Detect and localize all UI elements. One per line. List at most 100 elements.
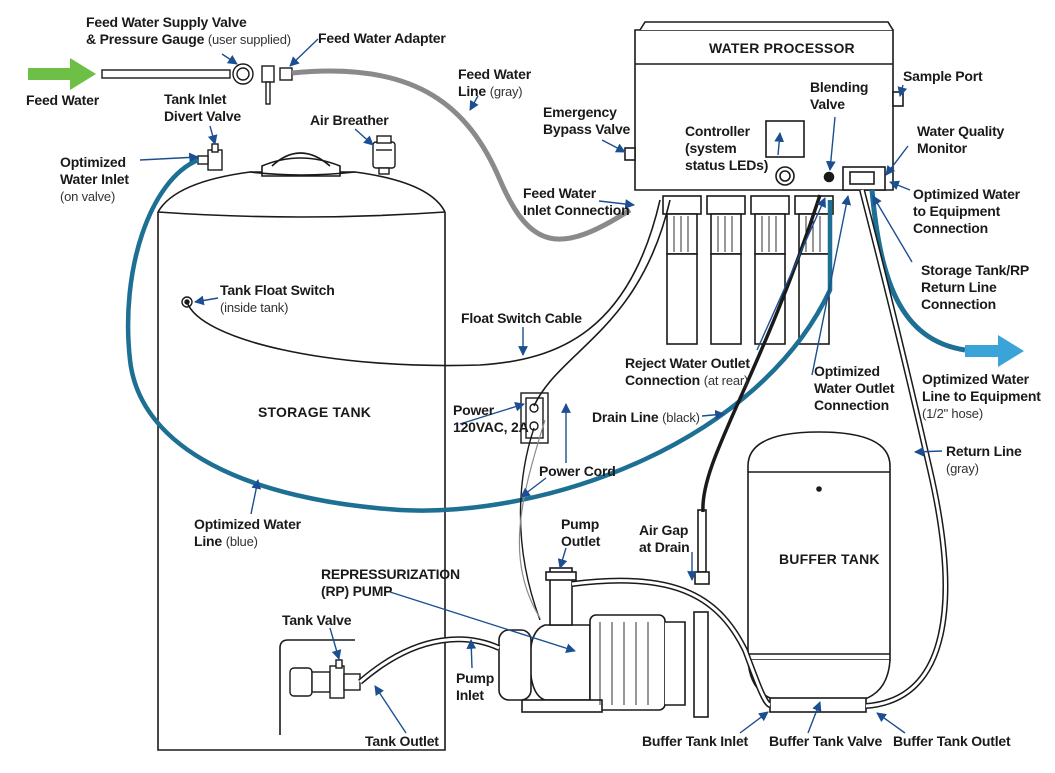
label-opt-line-blue-line1: Optimized Water xyxy=(194,516,301,532)
label-feed-inlet-conn-line1: Feed Water xyxy=(523,185,596,201)
label-pump-inlet: Pump Inlet xyxy=(456,670,494,704)
label-tank-valve: Tank Valve xyxy=(282,612,352,628)
label-wqm-line1: Water Quality xyxy=(917,123,1005,139)
label-opt-equip-conn-line3: Connection xyxy=(913,220,988,236)
label-optimized-water-line: Optimized Water Line (blue) xyxy=(194,516,301,550)
label-opt-equip-conn-line2: to Equipment xyxy=(913,203,1001,219)
label-feed-water-line-note: (gray) xyxy=(489,84,523,99)
label-emergency-bypass-line1: Emergency xyxy=(543,104,617,120)
label-float-switch-cable: Float Switch Cable xyxy=(461,310,582,326)
optimized-water-line xyxy=(125,157,833,513)
power-outlet xyxy=(520,392,549,444)
label-feed-water-line: Feed Water Line (gray) xyxy=(458,66,531,100)
label-rp-pump-line2: (RP) PUMP xyxy=(321,583,393,599)
storage-tank-title: STORAGE TANK xyxy=(258,404,372,420)
divert-valve xyxy=(197,143,223,171)
label-pump-inlet-line1: Pump xyxy=(456,670,495,686)
label-power-line2: 120VAC, 2A xyxy=(453,419,529,435)
label-reject-outlet-note: (at rear) xyxy=(703,373,749,388)
label-optimized-water-outlet-connection: Optimized Water Outlet Connection xyxy=(814,363,895,414)
label-float-switch-line1: Tank Float Switch xyxy=(220,282,335,298)
label-blending-valve: Blending Valve xyxy=(810,79,868,113)
feed-water-line xyxy=(291,68,632,242)
tank-valve xyxy=(289,659,361,699)
label-optimized-line-to-equipment: Optimized Water Line to Equipment (1/2" … xyxy=(922,371,1041,422)
label-buffer-tank-valve: Buffer Tank Valve xyxy=(769,733,883,749)
optimized-to-equipment-line xyxy=(869,189,966,353)
label-buffer-tank-outlet: Buffer Tank Outlet xyxy=(893,733,1011,749)
label-tank-float-switch: Tank Float Switch (inside tank) xyxy=(220,282,335,316)
label-emergency-bypass-valve: Emergency Bypass Valve xyxy=(543,104,630,138)
label-feed-inlet-conn-line2: Inlet Connection xyxy=(523,202,630,218)
label-air-gap: Air Gap at Drain xyxy=(639,522,690,556)
label-storage-return-connection: Storage Tank/RP Return Line Connection xyxy=(921,262,1029,313)
feed-water-arrow-icon xyxy=(28,58,96,90)
label-feed-water-line-line2: Line xyxy=(458,83,486,99)
label-tank-inlet-divert-line1: Tank Inlet xyxy=(164,91,227,107)
label-opt-line-equip-note: (1/2" hose) xyxy=(922,406,983,421)
label-storage-return-line3: Connection xyxy=(921,296,996,312)
power-cord xyxy=(533,199,671,407)
buffer-tank-title: BUFFER TANK xyxy=(779,551,880,567)
label-sample-port: Sample Port xyxy=(903,68,983,84)
label-water-quality-monitor: Water Quality Monitor xyxy=(917,123,1004,157)
label-storage-return-line1: Storage Tank/RP xyxy=(921,262,1029,278)
label-reject-water-outlet: Reject Water Outlet Connection (at rear) xyxy=(625,355,750,389)
label-opt-line-blue-note: (blue) xyxy=(225,534,258,549)
label-opt-line-blue-line2: Line xyxy=(194,533,222,549)
label-tank-inlet-divert-valve: Tank Inlet Divert Valve xyxy=(164,91,241,125)
label-power-line1: Power xyxy=(453,402,495,418)
label-pump-inlet-line2: Inlet xyxy=(456,687,484,703)
label-controller: Controller (system status LEDs) xyxy=(685,123,768,174)
label-return-line-note: (gray) xyxy=(946,461,979,476)
supply-valve xyxy=(232,63,293,105)
label-opt-line-equip-line2: Line to Equipment xyxy=(922,388,1041,404)
label-rp-pump-line1: REPRESSURIZATION xyxy=(321,566,460,582)
label-optimized-inlet-note: (on valve) xyxy=(60,189,116,204)
label-feed-supply-valve-line2: & Pressure Gauge xyxy=(86,31,205,47)
label-controller-line3: status LEDs) xyxy=(685,157,769,173)
label-tank-inlet-divert-line2: Divert Valve xyxy=(164,108,241,124)
label-blending-line2: Valve xyxy=(810,96,845,112)
float-switch-cable xyxy=(186,199,661,367)
label-drain-line: Drain Line (black) xyxy=(592,409,700,426)
label-wqm-line2: Monitor xyxy=(917,140,967,156)
label-air-gap-line2: at Drain xyxy=(639,539,690,555)
label-opt-line-equip-line1: Optimized Water xyxy=(922,371,1029,387)
label-optimized-to-equipment-connection: Optimized Water to Equipment Connection xyxy=(913,186,1020,237)
pump-power-cord xyxy=(519,427,541,621)
feed-pipe xyxy=(101,69,231,79)
label-feed-supply-valve-note: (user supplied) xyxy=(207,32,291,47)
label-storage-return-line2: Return Line xyxy=(921,279,997,295)
label-air-gap-line1: Air Gap xyxy=(639,522,689,538)
label-power-cord: Power Cord xyxy=(539,463,616,479)
label-rp-pump: REPRESSURIZATION (RP) PUMP xyxy=(321,566,460,600)
label-pump-outlet: Pump Outlet xyxy=(561,516,600,550)
label-opt-equip-conn-line1: Optimized Water xyxy=(913,186,1020,202)
label-feed-water-adapter: Feed Water Adapter xyxy=(318,30,446,46)
drain-standpipe xyxy=(693,509,710,718)
rp-return-line xyxy=(518,419,546,619)
label-feed-supply-valve: Feed Water Supply Valve & Pressure Gauge… xyxy=(86,14,291,48)
equipment-outlet-arrow-icon xyxy=(965,335,1024,367)
buffer-tank xyxy=(747,431,891,713)
label-return-line: Return Line (gray) xyxy=(946,443,1022,477)
label-drain-line-note: (black) xyxy=(662,410,700,425)
label-optimized-inlet-line1: Optimized xyxy=(60,154,126,170)
leader-lines xyxy=(139,38,943,734)
label-reject-outlet-line2: Connection xyxy=(625,372,700,388)
label-pump-outlet-line1: Pump xyxy=(561,516,600,532)
label-power: Power 120VAC, 2A xyxy=(453,402,529,436)
storage-tank xyxy=(157,152,446,751)
label-emergency-bypass-line2: Bypass Valve xyxy=(543,121,631,137)
label-feed-water-inlet-connection: Feed Water Inlet Connection xyxy=(523,185,630,219)
label-drain-line-text: Drain Line xyxy=(592,409,659,425)
label-tank-outlet: Tank Outlet xyxy=(365,733,439,749)
label-feed-water-line-line1: Feed Water xyxy=(458,66,531,82)
water-processor-title: WATER PROCESSOR xyxy=(709,40,855,56)
label-feed-water: Feed Water xyxy=(26,92,99,108)
label-pump-outlet-line2: Outlet xyxy=(561,533,601,549)
label-blending-line1: Blending xyxy=(810,79,869,95)
label-buffer-tank-inlet: Buffer Tank Inlet xyxy=(642,733,749,749)
